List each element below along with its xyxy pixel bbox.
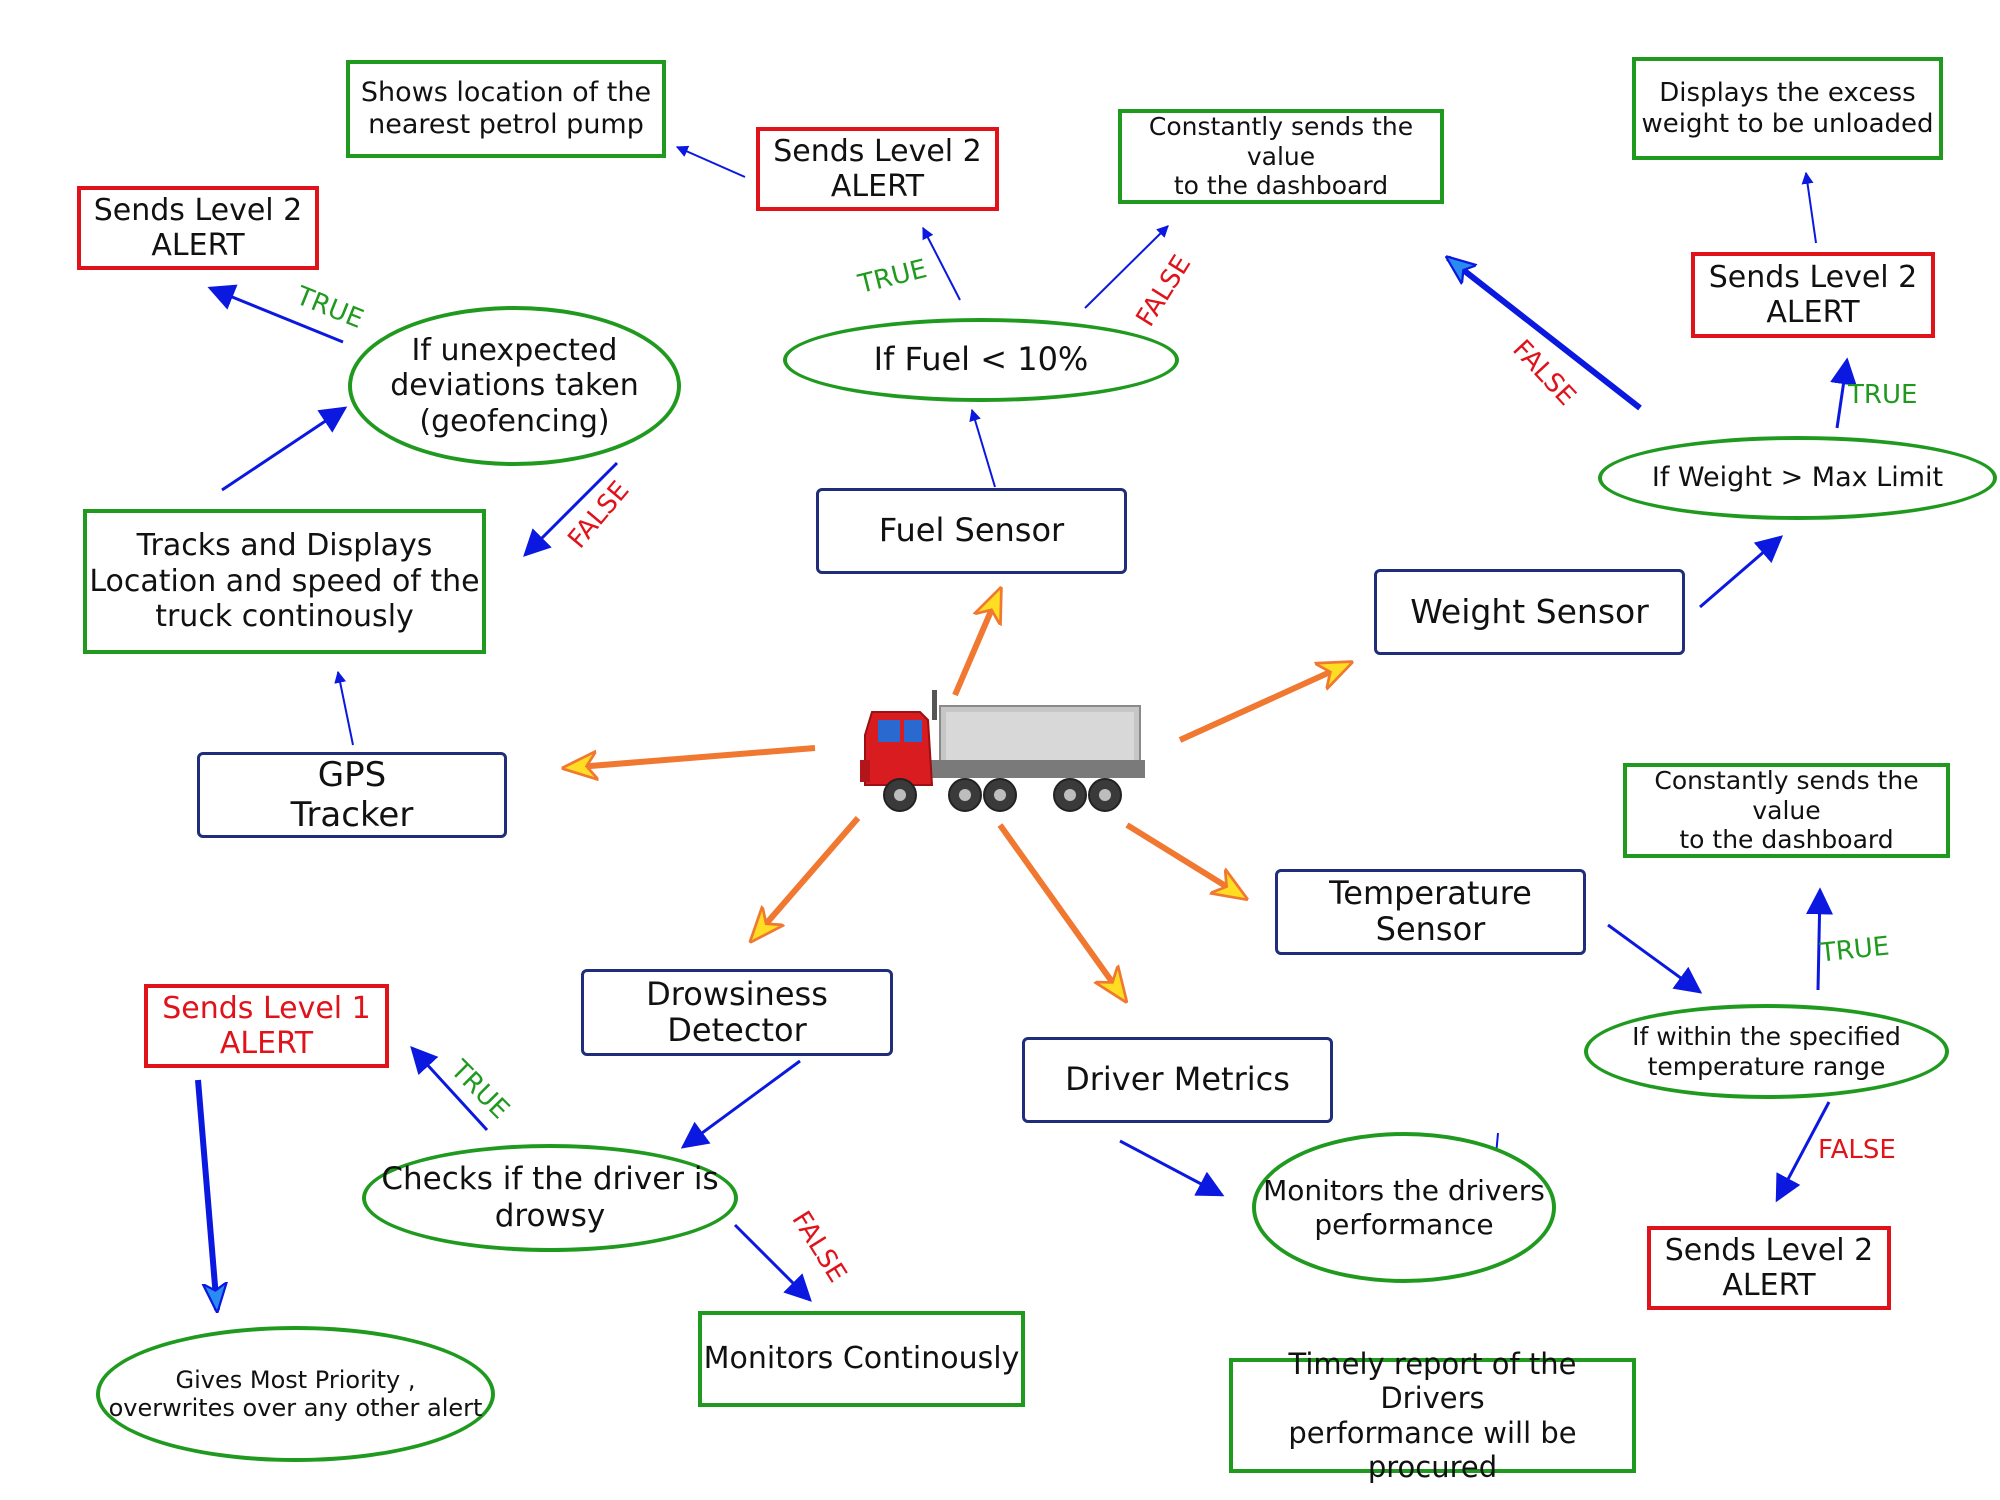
truck-icon [860, 690, 1145, 812]
weight-sensor-node: Weight Sensor [1374, 569, 1685, 655]
driver-report-action: Timely report of the Drivers performance… [1229, 1347, 1636, 1484]
drowsiness-decision: Checks if the driver is drowsy [362, 1144, 738, 1252]
weight-true-label: TRUE [1848, 380, 1918, 410]
gps-tracking-action: Tracks and Displays Location and speed o… [83, 509, 486, 654]
geofencing-decision: If unexpected deviations taken (geofenci… [348, 306, 681, 466]
drowsiness-detector-node: Drowsiness Detector [581, 969, 893, 1056]
temperature-sensor-node: Temperature Sensor [1275, 869, 1586, 955]
temperature-false-label: FALSE [1818, 1135, 1896, 1165]
driver-metrics-node: Driver Metrics [1022, 1037, 1333, 1123]
drowsiness-level1-alert: Sends Level 1 ALERT [144, 984, 389, 1068]
driver-performance-decision: Monitors the drivers performance [1252, 1132, 1556, 1283]
temperature-dashboard-action: Constantly sends the value to the dashbo… [1623, 763, 1950, 858]
arrow-truck-to-driver [997, 823, 1125, 1000]
arrow-truck-to-fuel [952, 590, 1000, 697]
fuel-sensor-node: Fuel Sensor [816, 488, 1127, 574]
gps-tracker-node: GPS Tracker [197, 752, 507, 838]
weight-level2-alert: Sends Level 2 ALERT [1691, 252, 1935, 338]
temperature-decision: If within the specified temperature rang… [1584, 1004, 1949, 1099]
most-priority-node: Gives Most Priority , overwrites over an… [96, 1326, 495, 1462]
arrow-truck-to-weight [1178, 663, 1350, 743]
arrow-truck-to-drowsiness [752, 816, 861, 940]
monitors-continously-action: Monitors Continously [698, 1311, 1025, 1407]
fuel-decision: If Fuel < 10% [783, 318, 1179, 402]
arrow-truck-to-temperature [1125, 822, 1245, 898]
gps-level2-alert: Sends Level 2 ALERT [77, 186, 319, 270]
fuel-level2-alert: Sends Level 2 ALERT [756, 127, 999, 211]
excess-weight-action: Displays the excess weight to be unloade… [1632, 57, 1943, 160]
weight-decision: If Weight > Max Limit [1598, 436, 1997, 520]
fuel-dashboard-action: Constantly sends the value to the dashbo… [1118, 109, 1444, 204]
temperature-level2-alert: Sends Level 2 ALERT [1647, 1226, 1891, 1310]
nearest-petrol-pump-action: Shows location of the nearest petrol pum… [346, 60, 666, 158]
arrow-truck-to-gps [565, 745, 816, 768]
